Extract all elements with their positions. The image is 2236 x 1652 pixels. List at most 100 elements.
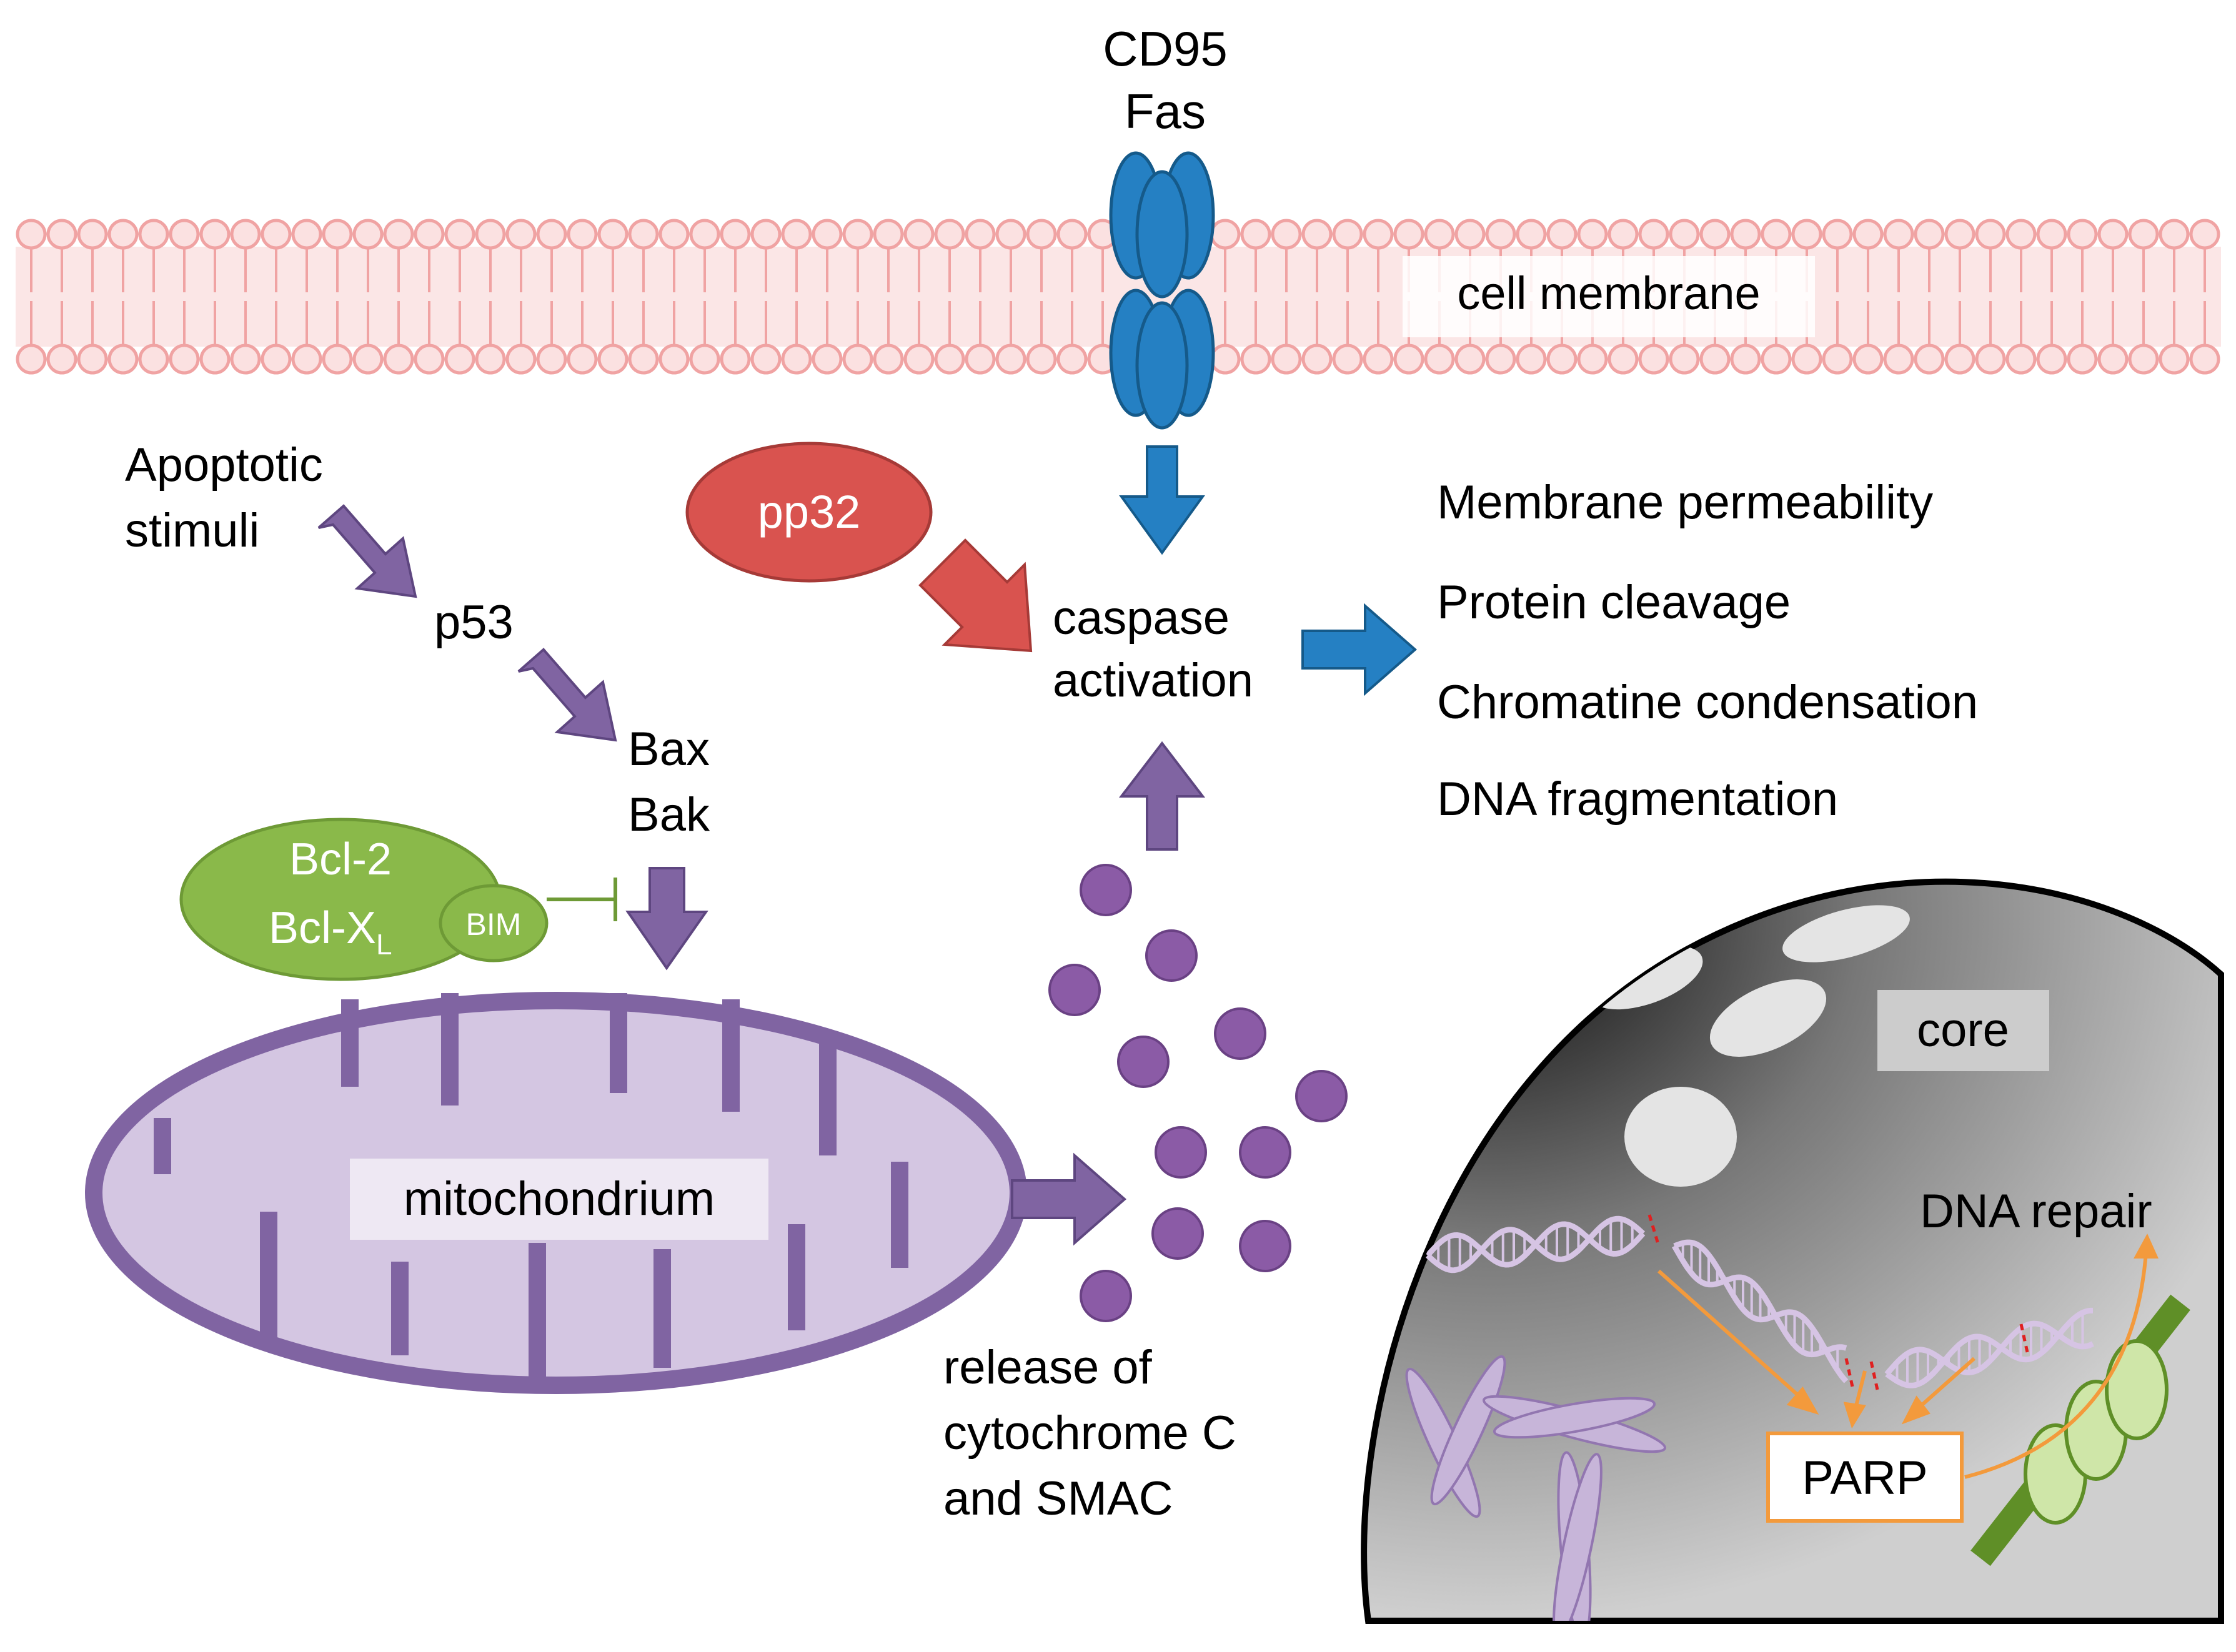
fas-label: Fas (1125, 84, 1206, 139)
lipid-head (2159, 219, 2190, 250)
apoptotic-label: Apoptotic (125, 438, 323, 492)
arrow-p53-to-bax (517, 648, 617, 742)
lipid-head (352, 344, 384, 375)
lipid-head (597, 344, 629, 375)
lipid-head (291, 219, 322, 250)
lipid-head (107, 344, 139, 375)
lipid-head (169, 344, 200, 375)
repair-arrowhead (2134, 1234, 2159, 1259)
lipid-head (965, 219, 996, 250)
lipid-head (505, 219, 537, 250)
lipid-head (230, 344, 261, 375)
lipid-head (199, 219, 231, 250)
lipid-head (1424, 219, 1455, 250)
lipid-head (1607, 344, 1639, 375)
lipid-head (1607, 219, 1639, 250)
lipid-heads (16, 219, 2220, 375)
mitochondrium-label-box (350, 1159, 768, 1240)
lipid-head (230, 219, 261, 250)
lipid-head (2067, 344, 2098, 375)
arrow-bax-to-mitochondrium (625, 867, 708, 971)
lipid-head (1393, 344, 1424, 375)
lipid-head (77, 344, 108, 375)
lipid-head (597, 219, 629, 250)
lipid-head (383, 219, 414, 250)
nucleosome (2105, 1339, 2169, 1440)
arrow-pp32-to-caspase (918, 538, 1033, 653)
lipid-head (1638, 344, 1669, 375)
lipid-head (2036, 219, 2067, 250)
lipid-head (1210, 219, 1241, 250)
arrow-mito-to-release (1011, 1152, 1127, 1246)
lipid-head (2189, 219, 2220, 250)
release-label-3: and SMAC (943, 1472, 1173, 1525)
lipid-head (2097, 219, 2129, 250)
lipid-head (842, 344, 873, 375)
dna-strands (1425, 1215, 2094, 1388)
nucleosomes (1970, 1294, 2190, 1566)
dna-break (1844, 1358, 1854, 1387)
lipid-head (1975, 344, 2006, 375)
receptor-subunit (1135, 301, 1189, 430)
outcome-item: DNA fragmentation (1437, 773, 1838, 826)
lipid-head (934, 219, 965, 250)
lipid-head (781, 219, 812, 250)
lipid-head (536, 344, 567, 375)
lipid-head (1546, 344, 1578, 375)
lipid-head (444, 344, 475, 375)
lipid-head (199, 344, 231, 375)
core-label-box (1877, 990, 2049, 1071)
lipid-head (1822, 219, 1853, 250)
lipid-head (628, 219, 659, 250)
lipid-head (658, 219, 690, 250)
dna-break (1869, 1361, 1879, 1390)
lipid-head (322, 344, 353, 375)
lipid-head (842, 219, 873, 250)
dna-strand (1884, 1320, 2094, 1376)
lipid-head (475, 344, 506, 375)
lipid-head (1056, 219, 1088, 250)
lipid-head (1516, 219, 1547, 250)
cytochrome-dot (1048, 964, 1101, 1016)
lipid-head (2159, 344, 2190, 375)
cytochrome-dot (1295, 1070, 1348, 1122)
lipid-head (1271, 219, 1302, 250)
lipid-head (414, 344, 445, 375)
cytochrome-dot (1155, 1126, 1207, 1179)
arrow-release-to-caspase (1118, 741, 1206, 851)
lipid-head (414, 219, 445, 250)
lipid-head (291, 344, 322, 375)
receptor-subunit (1135, 170, 1189, 299)
lipid-head (46, 344, 77, 375)
parp-label: PARP (1802, 1452, 1927, 1505)
p53-label: p53 (434, 596, 514, 649)
cd95-label: CD95 (1103, 21, 1227, 76)
parp-box (1766, 1432, 1964, 1523)
lipid-head (689, 344, 720, 375)
lipid-head (16, 219, 47, 250)
cytochrome-dot (1117, 1036, 1170, 1088)
lipid-head (1454, 219, 1486, 250)
lipid-head (138, 344, 169, 375)
lipid-head (720, 219, 751, 250)
dna-break (1647, 1214, 1661, 1247)
lipid-head (689, 219, 720, 250)
lipid-head (1332, 344, 1363, 375)
release-label-1: release of (943, 1341, 1153, 1394)
lipid-head (138, 219, 169, 250)
lipid-head (1730, 344, 1761, 375)
lipid-head (567, 344, 598, 375)
cytochrome-dot (1080, 1270, 1132, 1322)
lipid-head (750, 219, 782, 250)
lipid-head (903, 219, 935, 250)
arrow-caspase-to-outcomes (1301, 603, 1418, 696)
lipid-head (658, 344, 690, 375)
lipid-head (1577, 344, 1608, 375)
lipid-head (781, 344, 812, 375)
chromosome-arm (1430, 1355, 1506, 1506)
lipid-head (873, 219, 904, 250)
activation-label: activation (1053, 654, 1253, 707)
lipid-head (1975, 219, 2006, 250)
lipid-head (965, 344, 996, 375)
bax-label: Bax (628, 723, 710, 776)
